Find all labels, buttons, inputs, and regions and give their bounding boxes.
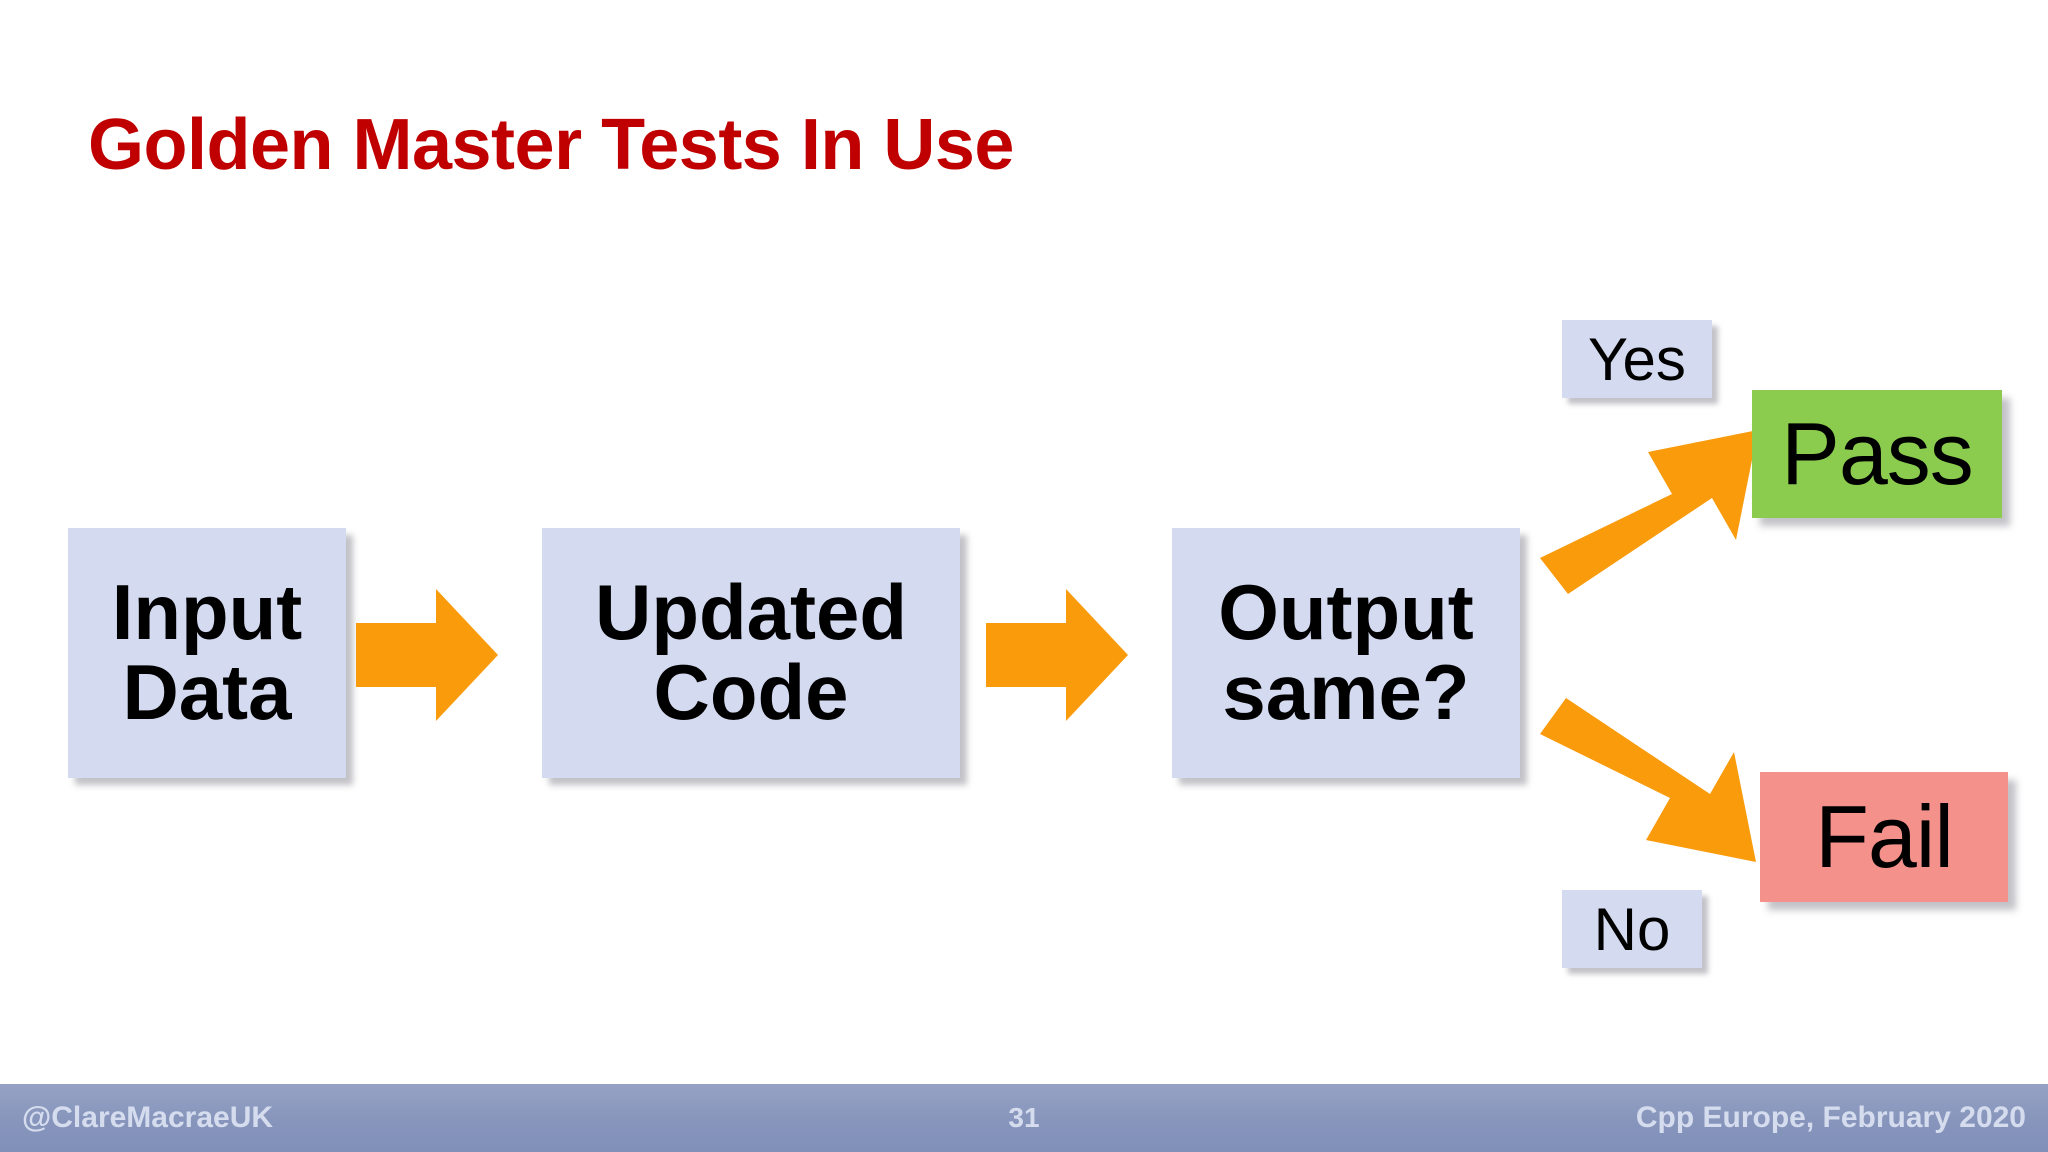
edge-label-yes: Yes: [1562, 320, 1712, 398]
footer-page-number: 31: [1008, 1102, 1040, 1133]
footer-twitter-handle: @ClareMacraeUK: [22, 1101, 274, 1134]
flow-node-output-same: Output same?: [1172, 528, 1520, 778]
footer-event-name: Cpp Europe, February 2020: [1635, 1101, 2026, 1134]
page-title: Golden Master Tests In Use: [88, 105, 1014, 185]
flow-node-pass: Pass: [1752, 390, 2002, 518]
arrow-right-icon-2: [986, 589, 1128, 721]
flow-node-fail: Fail: [1760, 772, 2008, 902]
arrow-down-right-icon: [1540, 698, 1756, 862]
flow-node-input-data: Input Data: [68, 528, 346, 778]
arrow-up-right-icon: [1540, 430, 1758, 594]
edge-label-no: No: [1562, 890, 1702, 968]
flow-node-updated-code: Updated Code: [542, 528, 960, 778]
arrow-right-icon-1: [356, 589, 498, 721]
slide-footer: @ClareMacraeUK 31 Cpp Europe, February 2…: [0, 1084, 2048, 1152]
